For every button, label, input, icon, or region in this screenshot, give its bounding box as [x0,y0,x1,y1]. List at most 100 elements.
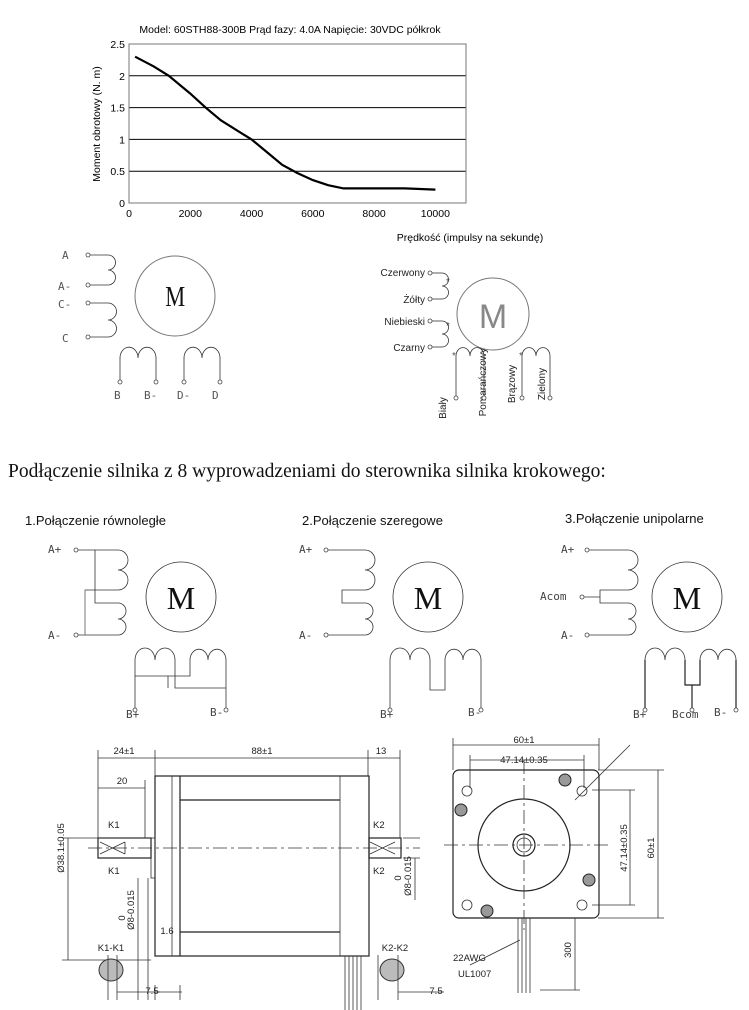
coil [627,549,639,591]
dim-flange: 1.6 [160,926,173,937]
label-b-minus: B- [468,706,481,719]
terminal-label-b: B [114,389,121,402]
dim-lead-length: 300 [563,942,574,958]
wire [455,356,485,396]
dim-rear-shaft: 13 [376,746,387,757]
y-axis-label: Moment obrotowy (N. m) [91,66,103,182]
polarity-mark: * [452,351,456,362]
coil [117,549,129,591]
terminal [387,707,393,713]
section-heading: Podłączenie silnika z 8 wyprowadzeniami … [8,461,606,482]
coil [364,602,374,636]
motor-letter: M [165,282,185,313]
coil [644,647,686,661]
dim-frame-width: 60±1 [513,735,534,746]
terminal-label-c-minus: C- [58,298,71,311]
y-tick-label: 2.5 [110,39,125,51]
terminal [427,318,433,324]
terminal-label-a: A [62,249,69,262]
polarity-mark: * [519,351,523,362]
section-label-k2: K2-K2 [382,943,408,954]
motor-letter: M [479,298,507,336]
terminal [85,282,91,288]
terminal [579,594,585,600]
label-b-com: Bcom [672,708,699,721]
motor-symbol [134,255,216,337]
dim-flat: 7.5 [429,986,442,997]
terminal [153,379,159,385]
wire [94,550,118,604]
motor-letter: M [414,580,442,616]
wiring-lines [73,252,739,713]
coil [117,602,127,636]
terminal [689,707,695,713]
plot-area [128,43,467,204]
y-tick-label: 0 [119,198,125,210]
terminal [519,395,525,401]
label-a-plus: A+ [299,543,313,556]
y-tick-label: 2 [119,71,125,83]
dim-frame-height: 60±1 [646,837,657,858]
motor-symbol [456,277,530,351]
motor-symbol [651,561,723,633]
label-a-minus: A- [561,629,574,642]
torque-curve [134,55,436,191]
polarity-mark: * [446,321,450,332]
unipolar-connection-title: 3.Połączenie unipolarne [565,511,704,526]
terminal [73,632,79,638]
x-tick-label: 2000 [179,208,203,220]
coil [189,648,227,661]
terminal-label-b-minus: B- [144,389,157,402]
terminal-label-c: C [62,332,69,345]
coil [107,302,117,338]
wire [341,589,365,604]
shaft-sections [98,955,444,1000]
torque-chart: Model: 60STH88-300B Prąd fazy: 4.0A Napi… [91,24,543,244]
wire [78,589,118,636]
terminal [427,344,433,350]
coil [441,320,449,348]
wire [134,660,227,708]
section-mark-k1: K1 [108,820,120,831]
label-a-plus: A+ [48,543,62,556]
dimension-labels: 24±1 88±1 13 20 K1 K1 K2 K2 Ø38.1±0.05 0… [56,735,657,997]
coil [699,648,737,661]
x-tick-label: 10000 [421,208,450,220]
wire-label-white: Biały [438,397,449,419]
dim-flat: 7.5 [145,986,158,997]
motor-symbol [392,561,464,633]
wire-label-orange: Pomarańczowy [478,348,489,416]
terminal [217,379,223,385]
coil [627,602,637,636]
terminal [132,707,138,713]
label-a-com: Acom [540,590,567,603]
y-tick-label: 1.5 [110,103,125,115]
wire-label-black: Czarny [393,343,425,354]
x-tick-label: 8000 [362,208,386,220]
wire [119,358,157,380]
terminal [584,547,590,553]
wire-label-red: Czerwony [381,268,425,279]
terminal [117,379,123,385]
dim-body-length: 88±1 [251,746,272,757]
dim-key-length: 20 [117,776,128,787]
coil [183,346,221,359]
terminal-label-d: D [212,389,219,402]
terminal [733,707,739,713]
y-tick-label: 1 [119,134,125,146]
coil [521,347,551,357]
dim-tolerance: 0 [117,915,128,920]
label-a-plus: A+ [561,543,575,556]
wire-label-green: Zielony [537,368,548,400]
section-mark-k1: K1 [108,866,120,877]
coil [107,254,116,286]
terminal [478,707,484,713]
terminal [323,632,329,638]
wire-gauge-label: 22AWG [453,953,486,964]
motor-side-view [62,750,420,1010]
parallel-connection-title: 1.Połączenie równoległe [25,513,166,528]
label-a-minus: A- [48,629,61,642]
dim-shaft-diameter: Ø8-0.015 [126,890,137,930]
terminal [453,395,459,401]
